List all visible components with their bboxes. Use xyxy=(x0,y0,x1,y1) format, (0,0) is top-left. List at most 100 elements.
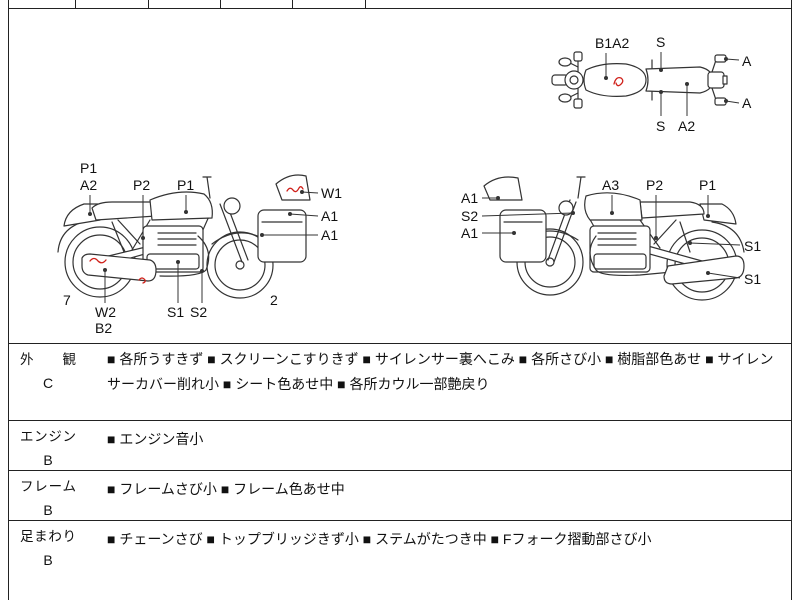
fuel-tank xyxy=(584,192,643,221)
left-grip xyxy=(573,51,583,62)
damage-mark xyxy=(286,186,304,193)
category-label: フレーム xyxy=(20,479,76,494)
rear-fender xyxy=(711,221,745,253)
front-fork xyxy=(219,203,243,263)
handlebar xyxy=(576,176,586,199)
leader-dot xyxy=(103,268,107,272)
leader-dot xyxy=(512,231,516,235)
meter-face xyxy=(569,75,579,85)
condition-row-exterior: 外 観 C ■ 各所うすきず ■ スクリーンこすりきず ■ サイレンサー裏へこみ… xyxy=(8,343,792,420)
headlight xyxy=(223,197,241,215)
part-label: S2 xyxy=(190,304,207,320)
grade-value: C xyxy=(42,375,54,391)
part-label: P1 xyxy=(80,160,97,176)
exhaust-pipe xyxy=(159,235,210,277)
leader-dot xyxy=(659,90,663,94)
part-label: A1 xyxy=(321,208,338,224)
exhaust-pipe xyxy=(589,235,673,277)
tail-section xyxy=(63,203,101,227)
leader-dot xyxy=(176,260,180,264)
top-view-motorcycle: B1A2 S A A S A2 xyxy=(551,34,752,134)
part-label: A2 xyxy=(80,177,97,193)
leader-dot xyxy=(706,214,710,218)
grade-value: B xyxy=(43,552,53,568)
mirror-stalk xyxy=(569,62,579,68)
leader-line xyxy=(289,213,319,217)
part-label: W1 xyxy=(321,185,342,201)
leader-dot xyxy=(141,236,145,240)
part-label: P2 xyxy=(133,177,150,193)
leader-dot xyxy=(496,196,500,200)
silencer xyxy=(81,253,157,282)
leader-line xyxy=(689,242,741,246)
grade-value: B xyxy=(43,502,53,518)
windscreen xyxy=(275,174,311,201)
leader-line xyxy=(301,191,319,194)
header-cell-divider xyxy=(148,0,149,8)
engine xyxy=(142,225,204,273)
rear-shock xyxy=(111,221,125,253)
condition-row-suspension: 足まわり B ■ チェーンさび ■ トップブリッジきず小 ■ ステムがたつき中 … xyxy=(8,520,792,600)
category-label: 足まわり xyxy=(20,529,76,544)
silencer xyxy=(663,255,745,285)
condition-row-frame: フレーム B ■ フレームさび小 ■ フレーム色あせ中 xyxy=(8,470,792,520)
fuel-tank xyxy=(149,191,213,221)
leader-dot xyxy=(688,241,692,245)
leader-dot xyxy=(200,269,204,273)
part-label: P1 xyxy=(699,177,716,193)
header-cell-divider xyxy=(292,0,293,8)
engine-fins xyxy=(157,232,197,246)
windscreen xyxy=(483,176,523,201)
header-bottom-border xyxy=(8,8,792,9)
header-cell-divider xyxy=(8,0,9,600)
condition-row-engine: エンジン B ■ エンジン音小 xyxy=(8,420,792,470)
mirror-stalk xyxy=(569,92,579,98)
part-label: P1 xyxy=(177,177,194,193)
fairing xyxy=(257,209,307,263)
leader-dot xyxy=(659,68,663,72)
part-label: A1 xyxy=(321,227,338,243)
front-tire xyxy=(206,231,274,299)
part-label: S xyxy=(656,118,665,134)
leader-dot xyxy=(88,212,92,216)
leader-dot xyxy=(288,212,292,216)
leader-line xyxy=(707,272,741,279)
part-label: A xyxy=(742,53,752,69)
fairing xyxy=(499,209,547,263)
part-label: S1 xyxy=(744,238,761,254)
motorcycle-diagram: B1A2 S A A S A2 xyxy=(57,34,761,336)
front-hub xyxy=(545,257,555,267)
front-hub xyxy=(235,260,245,270)
part-label: S1 xyxy=(744,271,761,287)
leader-dot xyxy=(184,210,188,214)
category-label: エンジン xyxy=(20,429,76,444)
right-mirror xyxy=(558,93,572,103)
leader-line xyxy=(725,58,740,61)
part-label: A1 xyxy=(461,190,478,206)
damage-mark xyxy=(138,277,146,284)
leader-dot xyxy=(610,211,614,215)
leader-dot xyxy=(724,99,728,103)
rear-shock xyxy=(679,221,691,253)
tail-section xyxy=(699,203,737,225)
part-label: 7 xyxy=(63,292,71,308)
part-label: S xyxy=(656,34,665,50)
tail-section xyxy=(707,71,725,89)
leader-line xyxy=(481,212,574,217)
leader-dot xyxy=(260,233,264,237)
right-side-view-motorcycle: A1 S2 A1 A3 P2 P1 S1 S1 xyxy=(461,176,761,301)
damage-mark xyxy=(89,257,107,264)
part-label: A1 xyxy=(461,225,478,241)
leader-dot xyxy=(604,76,608,80)
part-label: A xyxy=(742,95,752,111)
part-label: A2 xyxy=(678,118,695,134)
part-label: B1A2 xyxy=(595,35,629,51)
seat xyxy=(91,201,158,221)
engine-fins xyxy=(597,232,637,246)
part-label: S2 xyxy=(461,208,478,224)
handlebar xyxy=(202,176,212,199)
tail-light xyxy=(722,75,728,85)
part-label: S1 xyxy=(167,304,184,320)
leader-dot xyxy=(300,190,304,194)
leader-dot xyxy=(706,271,710,275)
